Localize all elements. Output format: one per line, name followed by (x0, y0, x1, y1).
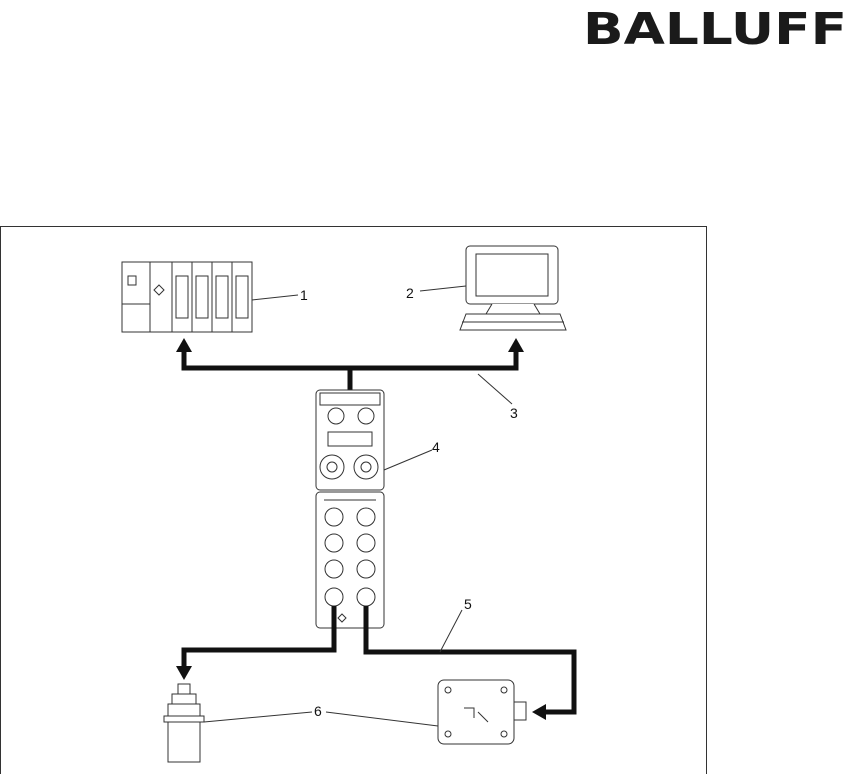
cable-arrow-right (532, 704, 546, 720)
plc-controller (122, 262, 252, 332)
inductive-sensor (164, 684, 204, 762)
callout-6: 6 (314, 703, 322, 719)
callout-4: 4 (432, 439, 440, 455)
callout-3: 3 (510, 405, 518, 421)
io-module (316, 390, 384, 628)
callout-1: 1 (300, 287, 308, 303)
callout-2: 2 (406, 285, 414, 301)
cable-arrow-left (176, 666, 192, 680)
callout-5: 5 (464, 596, 472, 612)
pc-terminal (460, 246, 566, 330)
distance-sensor (438, 680, 526, 744)
bus-arrow-right (508, 338, 524, 352)
bus-arrow-left (176, 338, 192, 352)
network-bus-line (184, 352, 516, 392)
